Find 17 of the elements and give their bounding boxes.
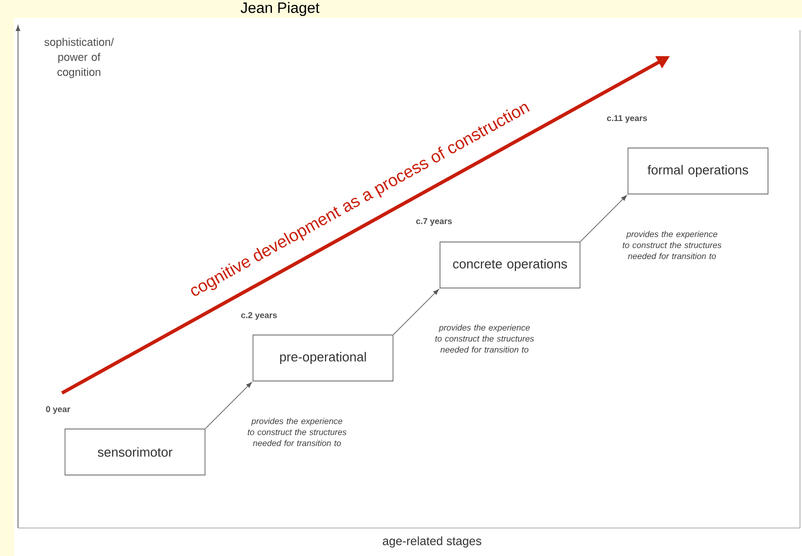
arrow: [393, 289, 439, 335]
axis-label: age-related stages: [382, 536, 482, 548]
title: Jean Piaget: [240, 2, 320, 16]
age-label: c.2 years: [241, 312, 277, 320]
stage-box: formal operations: [628, 148, 768, 194]
stage-box: concrete operations: [440, 242, 580, 288]
age-label: c.11 years: [607, 115, 647, 123]
age-label: 0 year: [46, 406, 70, 414]
stage-box: pre-operational: [252, 334, 394, 382]
edge-label: provides the experience to construct the structures needed for transition to: [248, 418, 346, 446]
edge-label: provides the experience to construct the structures needed for transition to: [435, 324, 534, 353]
arrow: [580, 195, 627, 242]
stage-box: sensorimotor: [64, 428, 206, 476]
axis-label: sophistication/ power of cognition: [44, 38, 114, 78]
age-label: c.7 years: [416, 218, 452, 226]
edge-label: provides the experience to construct the structures needed for transition to: [622, 230, 722, 260]
arrow: [205, 382, 252, 429]
